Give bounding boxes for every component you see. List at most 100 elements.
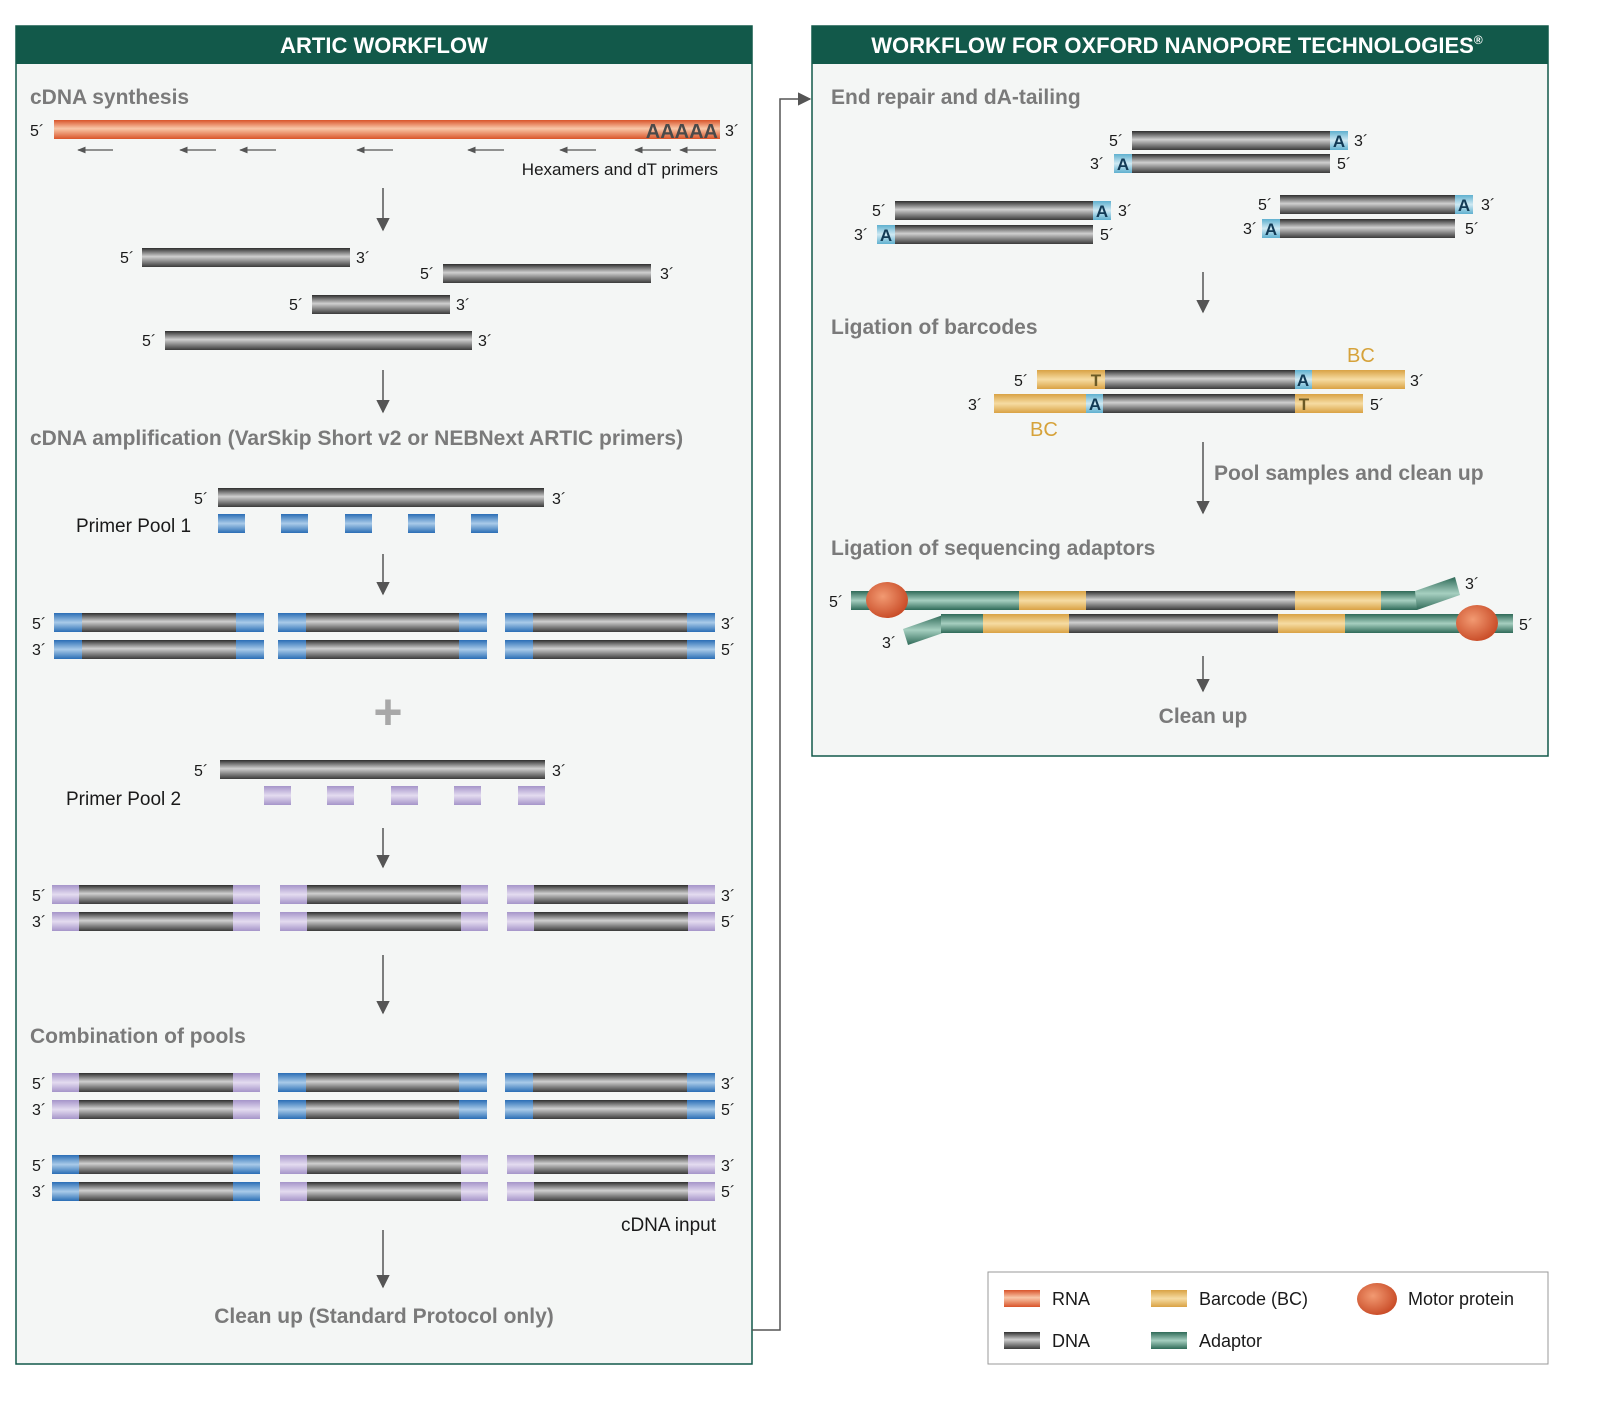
adaptor-ligated-duplex: 5´ 3´ 3´ 5´ <box>829 576 1533 652</box>
legend-swatch-rna <box>1004 1290 1040 1307</box>
barcode-segment <box>1037 370 1105 389</box>
da-tailed-duplex: 5´ A 3´ 3´ A 5´ <box>854 201 1132 245</box>
end-label: 5´ <box>120 250 134 267</box>
cdna-strand <box>312 295 450 314</box>
primer-pool-2 <box>264 786 545 805</box>
a-base: A <box>880 226 892 245</box>
amplicon <box>54 613 264 659</box>
a-tail <box>1093 201 1111 220</box>
end-label: 3´ <box>721 1158 735 1175</box>
adaptor-segment <box>941 614 983 633</box>
artic-title: ARTIC WORKFLOW <box>280 33 488 58</box>
step-cdna-synthesis: cDNA synthesis <box>30 86 189 109</box>
amplicon <box>505 1073 715 1119</box>
end-label: 3´ <box>725 123 739 140</box>
step-combination: Combination of pools <box>30 1025 246 1048</box>
amplicon <box>278 1073 487 1119</box>
barcode-segment <box>1019 591 1086 610</box>
a-tail <box>877 225 895 244</box>
primer-pool-1-primer <box>408 514 435 533</box>
legend-label-motor: Motor protein <box>1408 1289 1514 1309</box>
end-label: 5´ <box>32 1076 46 1093</box>
end-label: 3´ <box>660 266 674 283</box>
primer-pool-2-label: Primer Pool 2 <box>66 789 181 810</box>
amplicon <box>280 885 488 931</box>
end-label: 3´ <box>1118 203 1132 220</box>
end-label: 3´ <box>32 914 46 931</box>
barcode-segment <box>983 614 1069 633</box>
barcoded-duplex: BC 5´ T A 3´ 3´ A T 5´ BC <box>968 345 1424 441</box>
template-strand <box>220 760 545 779</box>
da-tailed-duplex: 5´ A 3´ 3´ A 5´ <box>1090 131 1368 174</box>
cdna-strand <box>142 248 350 267</box>
amplicon <box>507 885 715 931</box>
end-label: 3´ <box>1354 133 1368 150</box>
template-strand <box>218 488 544 507</box>
combined-row-1: 5´ 3´ 3´ 5´ <box>32 1073 735 1119</box>
plus-sign: + <box>373 684 402 740</box>
motor-protein <box>866 582 908 618</box>
end-label: 5´ <box>1519 617 1533 634</box>
end-label: 5´ <box>194 491 208 508</box>
panel-connector-arrow <box>752 92 812 1331</box>
t-base: T <box>1299 395 1310 414</box>
end-label: 3´ <box>356 250 370 267</box>
primer-pool-1-primer <box>345 514 372 533</box>
step-end-repair: End repair and dA-tailing <box>831 86 1081 109</box>
end-label: 5´ <box>142 333 156 350</box>
adaptor-flap <box>903 615 943 645</box>
barcode-segment <box>1312 370 1405 389</box>
end-label: 3´ <box>1410 373 1424 390</box>
a-tail <box>1114 154 1132 173</box>
legend-label-rna: RNA <box>1052 1289 1090 1309</box>
end-label: 3´ <box>968 397 982 414</box>
legend-label-dna: DNA <box>1052 1331 1090 1351</box>
end-label: 3´ <box>1481 197 1495 214</box>
end-label: 3´ <box>721 1076 735 1093</box>
end-label: 5´ <box>1337 156 1351 173</box>
amplicon <box>52 1155 260 1201</box>
end-label: 5´ <box>194 763 208 780</box>
end-label: 5´ <box>30 123 44 140</box>
a-tail <box>1262 219 1280 238</box>
cdna-input-label: cDNA input <box>621 1215 717 1236</box>
end-label: 5´ <box>721 914 735 931</box>
end-label: 5´ <box>1370 397 1384 414</box>
barcode-segment <box>1278 614 1345 633</box>
combined-row-2: 5´ 3´ 3´ 5´ <box>32 1155 735 1201</box>
amplicon <box>505 613 715 659</box>
a-base: A <box>1297 371 1309 390</box>
end-label: 3´ <box>1090 156 1104 173</box>
artic-panel <box>15 25 753 1365</box>
end-label: 3´ <box>854 227 868 244</box>
end-label: 5´ <box>872 203 886 220</box>
a-base: A <box>1265 220 1277 239</box>
end-label: 5´ <box>32 888 46 905</box>
legend-label-barcode: Barcode (BC) <box>1199 1289 1308 1309</box>
end-label: 5´ <box>1014 373 1028 390</box>
ont-header <box>812 26 1548 64</box>
registered-mark: ® <box>1474 33 1483 47</box>
legend: RNA DNA Barcode (BC) Adaptor Motor prote… <box>987 1271 1549 1365</box>
primer-pool-2-primer <box>454 786 481 805</box>
cdna-strand <box>165 331 472 350</box>
primer-pool-2-primer <box>518 786 545 805</box>
primer-pool-2-primer <box>264 786 291 805</box>
end-label: 5´ <box>32 1158 46 1175</box>
poly-a-tail: AAAAA <box>646 121 718 143</box>
step-cdna-amplification: cDNA amplification (VarSkip Short v2 or … <box>30 427 683 450</box>
end-label: 3´ <box>882 635 896 652</box>
adaptor-segment <box>1381 591 1417 610</box>
step-pool-samples: Pool samples and clean up <box>1214 462 1484 485</box>
artic-header <box>16 26 752 64</box>
legend-box <box>987 1271 1549 1365</box>
end-label: 3´ <box>32 642 46 659</box>
step-ligation-adaptors: Ligation of sequencing adaptors <box>831 537 1155 560</box>
end-label: 5´ <box>721 1102 735 1119</box>
primer-pool-1-primer <box>218 514 245 533</box>
amplicon <box>507 1155 715 1201</box>
a-base: A <box>1458 196 1470 215</box>
primer-pool-2-primer <box>327 786 354 805</box>
end-label: 3´ <box>721 616 735 633</box>
